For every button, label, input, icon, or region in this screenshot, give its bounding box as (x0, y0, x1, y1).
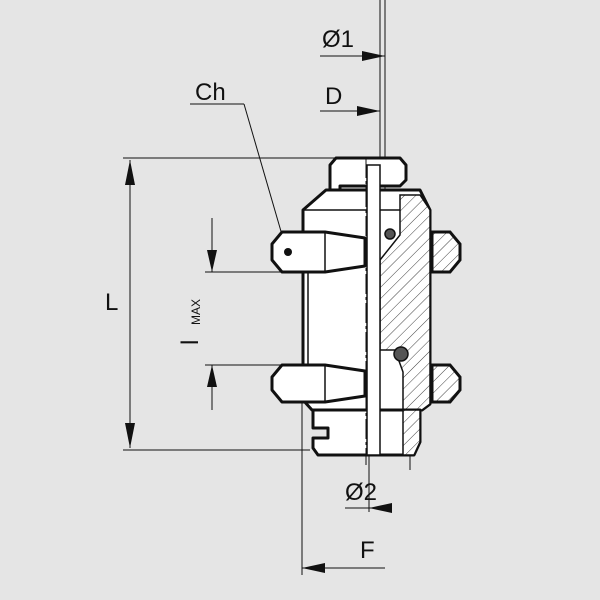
label-f: F (360, 537, 375, 564)
label-d: D (325, 83, 342, 110)
marker-dot (284, 248, 292, 256)
label-diameter-2: Ø2 (345, 479, 377, 506)
o-ring-bottom (393, 346, 409, 362)
label-diameter-1: Ø1 (322, 26, 354, 53)
label-l-max: l (177, 340, 204, 345)
label-l-max-sub: MAX (189, 299, 203, 325)
fitting-body (270, 156, 462, 465)
o-ring-top (384, 228, 396, 240)
label-l-total: L (105, 289, 118, 316)
label-ch: Ch (195, 79, 226, 106)
